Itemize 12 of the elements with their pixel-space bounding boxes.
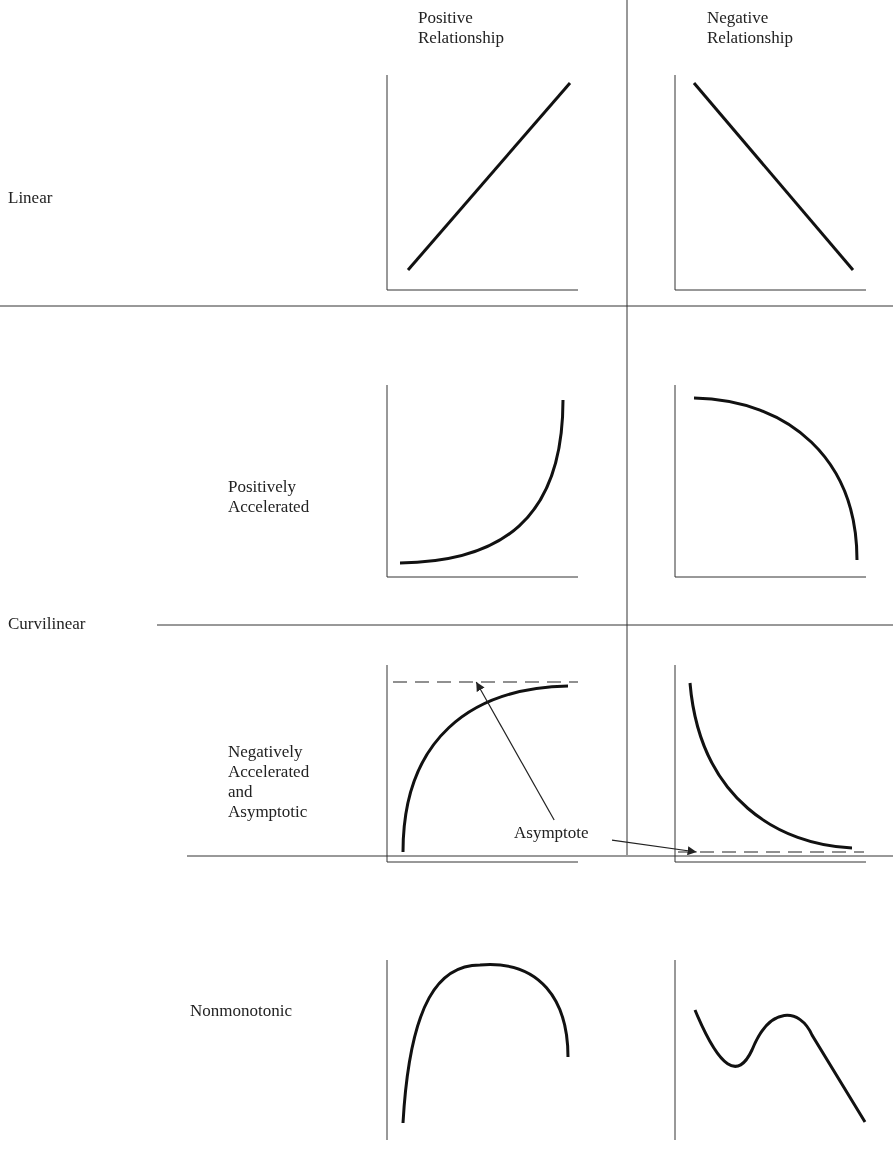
row-label: Linear [8, 188, 54, 208]
row-label: Nonmonotonic [190, 1001, 293, 1021]
row-label: Positively Accelerated [228, 477, 311, 517]
column-heading: Positive Relationship [418, 8, 505, 48]
dashed-line [677, 851, 865, 853]
leader-arrow [475, 681, 555, 821]
dashed-line [392, 681, 579, 683]
callout-label: Asymptote [514, 823, 609, 843]
row-label: Negatively Accelerated and Asymptotic [228, 742, 311, 822]
row-label: Curvilinear [8, 614, 87, 634]
column-heading: Negative Relationship [707, 8, 794, 48]
leader-arrow [611, 839, 698, 856]
